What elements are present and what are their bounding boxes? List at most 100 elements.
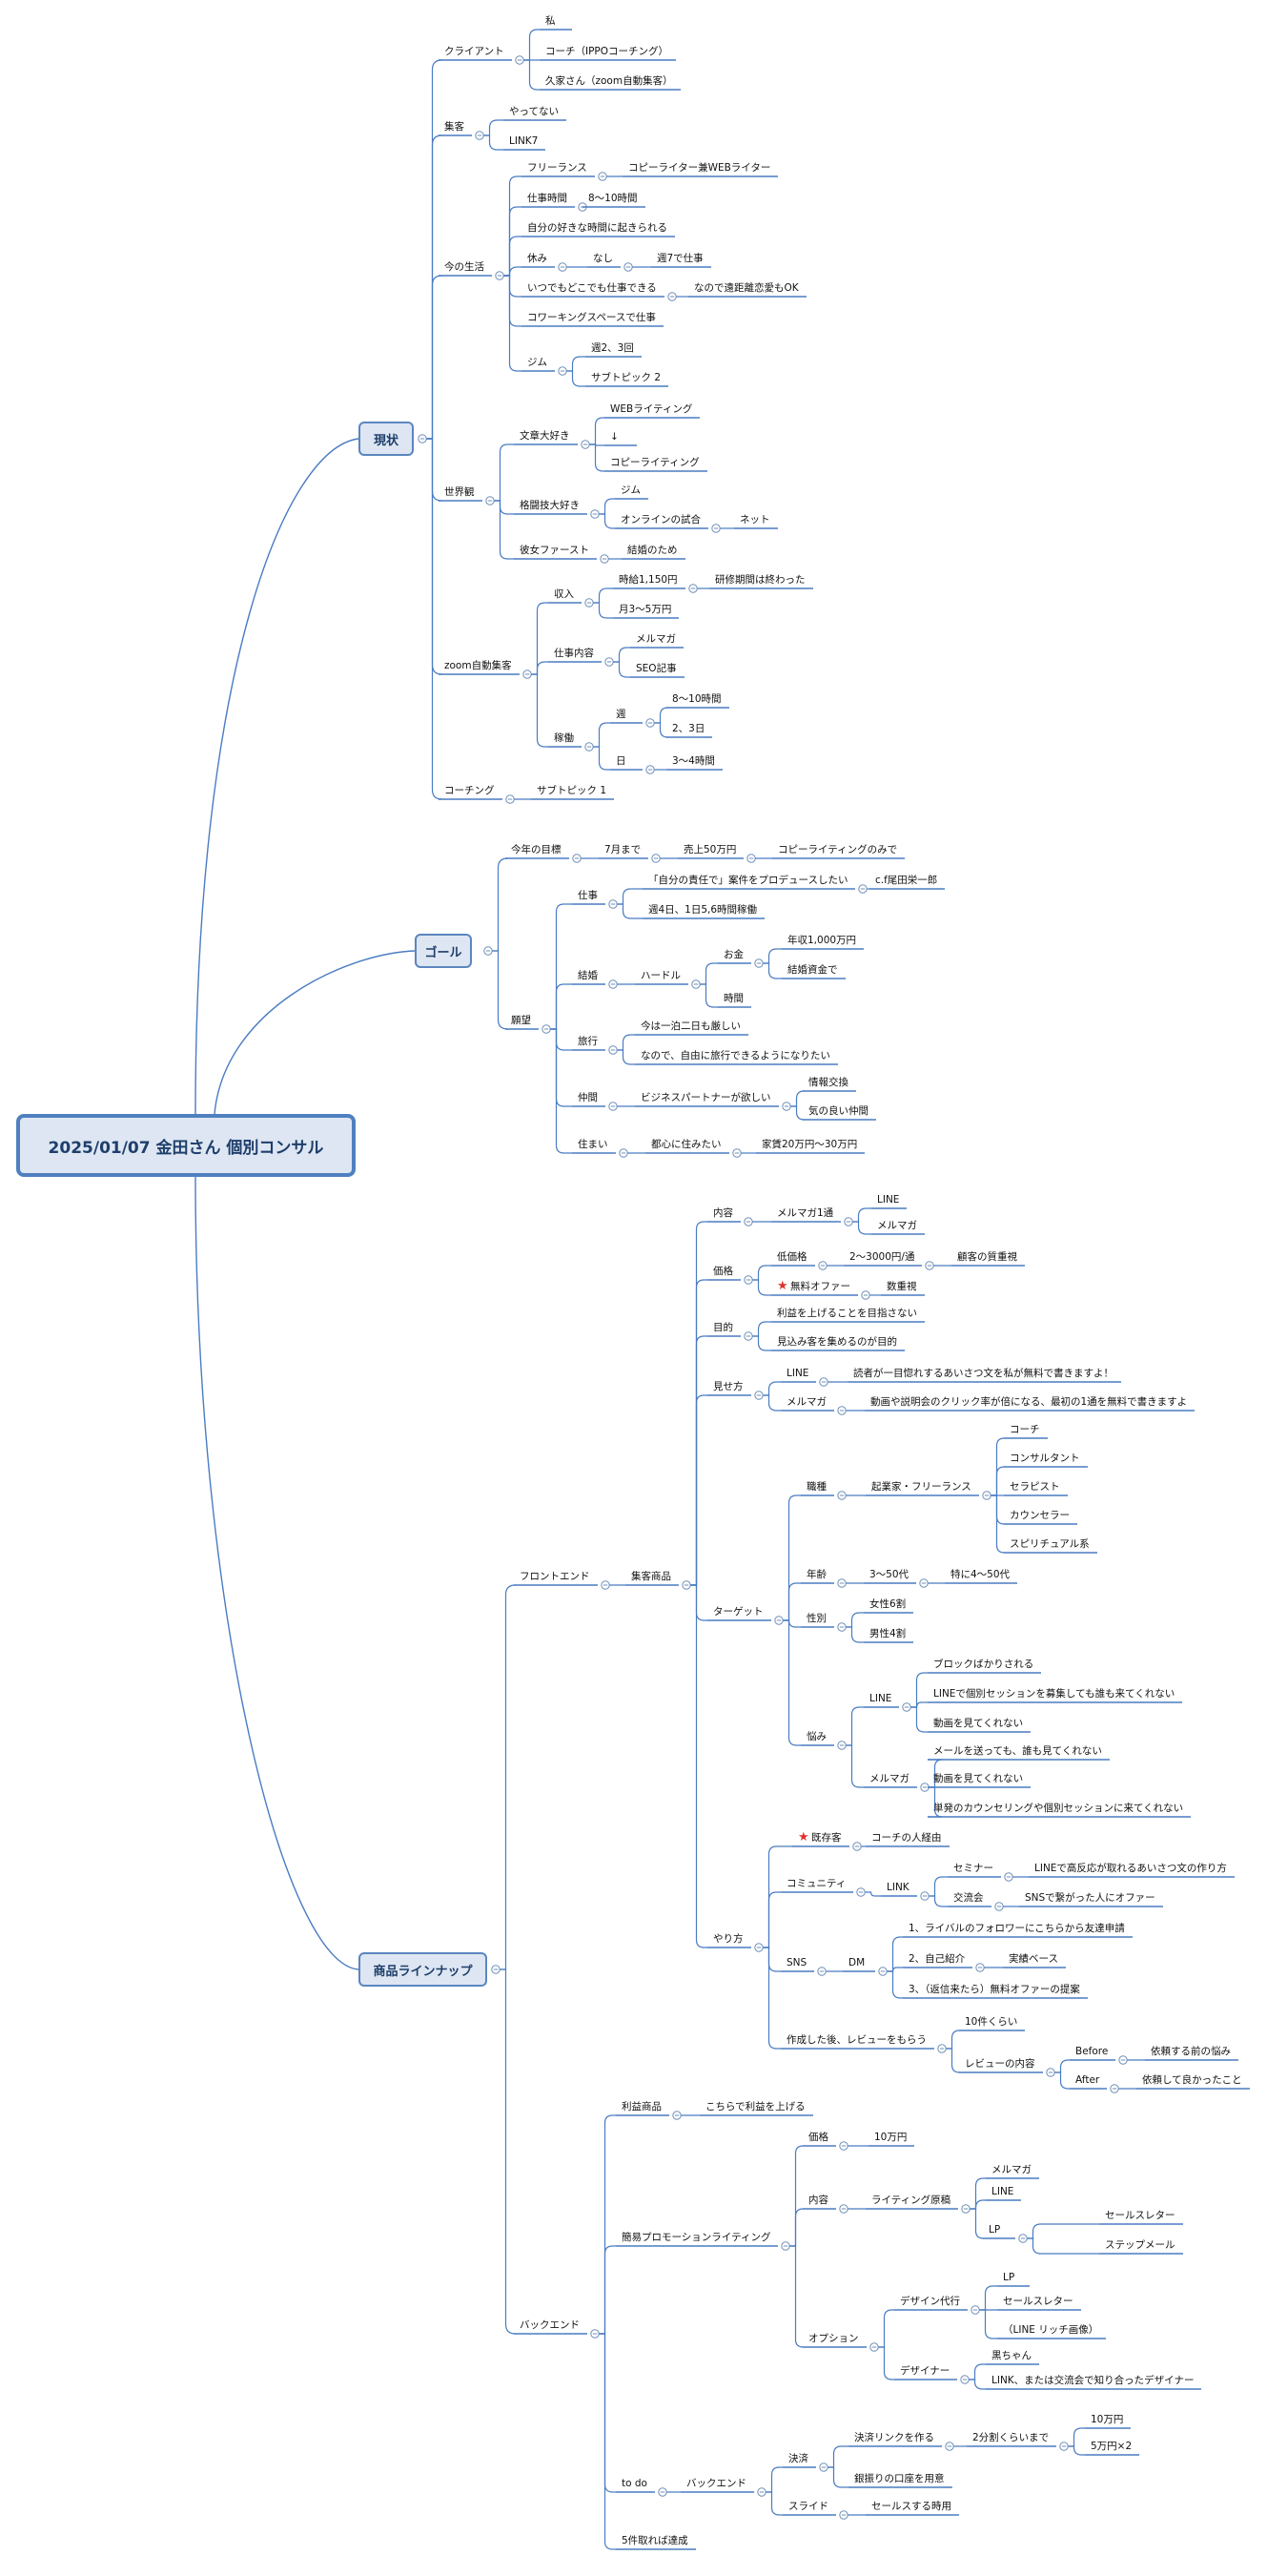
- topic-label[interactable]: 10万円: [1091, 2414, 1124, 2425]
- topic-label[interactable]: 家賃20万円〜30万円: [762, 1139, 858, 1150]
- collapse-toggle-icon[interactable]: [839, 2204, 848, 2214]
- topic-label[interactable]: メルマガ: [636, 633, 676, 645]
- collapse-toggle-icon[interactable]: [920, 1783, 930, 1792]
- collapse-toggle-icon[interactable]: [744, 1331, 753, 1341]
- topic-label[interactable]: 今は一泊二日も厳しい: [641, 1020, 741, 1032]
- collapse-toggle-icon[interactable]: [658, 2487, 667, 2497]
- topic-label[interactable]: LINK、または交流会で知り合ったデザイナー: [991, 2375, 1195, 2386]
- root-topic[interactable]: 2025/01/07 金田さん 個別コンサル: [16, 1114, 356, 1177]
- collapse-toggle-icon[interactable]: [925, 1261, 934, 1270]
- collapse-toggle-icon[interactable]: [572, 854, 582, 863]
- topic-label[interactable]: 月3〜5万円: [619, 604, 672, 615]
- collapse-toggle-icon[interactable]: [869, 2342, 879, 2352]
- collapse-toggle-icon[interactable]: [608, 1102, 618, 1111]
- topic-label[interactable]: レビューの内容: [965, 2058, 1035, 2070]
- topic-label[interactable]: セールスレター: [1105, 2210, 1175, 2221]
- topic-label[interactable]: ステップメール: [1105, 2239, 1175, 2251]
- topic-label[interactable]: 利益商品: [622, 2101, 662, 2112]
- collapse-toggle-icon[interactable]: [651, 854, 661, 863]
- collapse-toggle-icon[interactable]: [754, 1391, 764, 1400]
- collapse-toggle-icon[interactable]: [601, 1580, 610, 1590]
- topic-label[interactable]: DM: [848, 1957, 866, 1968]
- collapse-toggle-icon[interactable]: [920, 1891, 930, 1901]
- collapse-toggle-icon[interactable]: [667, 292, 677, 301]
- topic-label[interactable]: 見込み客を集めるのが目的: [777, 1336, 897, 1348]
- collapse-toggle-icon[interactable]: [839, 2510, 848, 2520]
- topic-label[interactable]: 3〜50代: [869, 1569, 909, 1580]
- collapse-toggle-icon[interactable]: [590, 509, 600, 519]
- collapse-toggle-icon[interactable]: [975, 1963, 985, 1972]
- collapse-toggle-icon[interactable]: [1018, 2234, 1028, 2243]
- topic-label[interactable]: ライティング原稿: [871, 2195, 951, 2206]
- topic-label[interactable]: LINEで個別セッションを募集しても誰も来てくれない: [933, 1688, 1175, 1700]
- topic-label[interactable]: 年齢: [807, 1569, 827, 1580]
- branch-genjo[interactable]: 現状: [358, 422, 414, 456]
- collapse-toggle-icon[interactable]: [1046, 2068, 1055, 2077]
- collapse-toggle-icon[interactable]: [475, 131, 484, 140]
- topic-label[interactable]: 仕事時間: [527, 193, 567, 204]
- topic-label[interactable]: 週7で仕事: [657, 253, 704, 264]
- collapse-toggle-icon[interactable]: [844, 1217, 853, 1226]
- topic-label[interactable]: セラピスト: [1010, 1481, 1060, 1493]
- collapse-toggle-icon[interactable]: [861, 1290, 870, 1300]
- topic-label[interactable]: やり方: [713, 1933, 744, 1945]
- topic-label[interactable]: コーチ: [1010, 1424, 1040, 1435]
- topic-label[interactable]: 文章大好き: [520, 430, 570, 442]
- topic-label[interactable]: 週: [616, 709, 626, 720]
- collapse-toggle-icon[interactable]: [837, 1741, 847, 1750]
- topic-label[interactable]: 週4日、1日5,6時間稼働: [648, 904, 758, 916]
- topic-label[interactable]: 男性4割: [869, 1628, 907, 1639]
- topic-label[interactable]: LINE: [787, 1368, 809, 1379]
- collapse-toggle-icon[interactable]: [817, 1967, 827, 1976]
- topic-label[interactable]: いつでもどこでも仕事できる: [527, 282, 657, 294]
- collapse-toggle-icon[interactable]: [645, 765, 655, 774]
- topic-label[interactable]: 顧客の質重視: [957, 1251, 1017, 1263]
- collapse-toggle-icon[interactable]: [505, 794, 515, 804]
- collapse-toggle-icon[interactable]: [937, 2044, 947, 2053]
- topic-label[interactable]: After: [1075, 2074, 1100, 2086]
- collapse-toggle-icon[interactable]: [619, 1148, 628, 1158]
- topic-label[interactable]: 内容: [713, 1207, 733, 1219]
- collapse-toggle-icon[interactable]: [878, 1967, 888, 1976]
- collapse-toggle-icon[interactable]: [682, 1580, 691, 1590]
- collapse-toggle-icon[interactable]: [982, 1491, 991, 1500]
- topic-label[interactable]: 起業家・フリーランス: [871, 1481, 971, 1493]
- topic-label[interactable]: 決済: [788, 2453, 808, 2464]
- topic-label[interactable]: SNS: [787, 1957, 807, 1968]
- topic-label[interactable]: 8〜10時間: [588, 193, 638, 204]
- topic-label[interactable]: 8〜10時間: [672, 693, 722, 705]
- collapse-toggle-icon[interactable]: [837, 1491, 847, 1500]
- collapse-toggle-icon[interactable]: [608, 1045, 618, 1055]
- topic-label[interactable]: 格闘技大好き: [520, 500, 580, 511]
- topic-label[interactable]: ターゲット: [713, 1606, 764, 1618]
- topic-label[interactable]: 情報交換: [808, 1077, 848, 1088]
- topic-label[interactable]: 実績ベース: [1009, 1953, 1058, 1965]
- topic-label[interactable]: ジム: [621, 484, 641, 496]
- collapse-toggle-icon[interactable]: [945, 2442, 954, 2451]
- topic-label[interactable]: 仕事内容: [554, 648, 594, 659]
- topic-label[interactable]: 2、自己紹介: [909, 1953, 966, 1965]
- collapse-toggle-icon[interactable]: [837, 1406, 847, 1415]
- topic-label[interactable]: 銀振りの口座を用意: [854, 2473, 945, 2484]
- topic-label[interactable]: 日: [616, 755, 626, 767]
- topic-label[interactable]: セールスする時用: [871, 2501, 951, 2512]
- collapse-toggle-icon[interactable]: [837, 1578, 847, 1588]
- topic-label[interactable]: 依頼して良かったこと: [1142, 2074, 1242, 2086]
- topic-label[interactable]: WEBライティング: [610, 403, 693, 415]
- topic-label[interactable]: 動画や説明会のクリック率が倍になる、最初の1通を無料で書きますよ: [870, 1396, 1188, 1408]
- collapse-toggle-icon[interactable]: [691, 979, 701, 989]
- topic-label[interactable]: メルマガ: [991, 2164, 1032, 2175]
- collapse-toggle-icon[interactable]: [746, 854, 756, 863]
- topic-label[interactable]: サブトピック 2: [591, 372, 662, 383]
- topic-label[interactable]: 研修期間は終わった: [715, 574, 806, 586]
- topic-label[interactable]: オプション: [808, 2333, 859, 2344]
- topic-label[interactable]: 性別: [807, 1613, 827, 1624]
- topic-label[interactable]: カウンセラー: [1010, 1510, 1070, 1521]
- topic-label[interactable]: 5万円×2: [1091, 2441, 1133, 2452]
- topic-label[interactable]: コーチの人経由: [871, 1832, 942, 1844]
- collapse-toggle-icon[interactable]: [902, 1702, 911, 1712]
- topic-label[interactable]: SEO記事: [636, 663, 677, 674]
- topic-label[interactable]: 既存客: [811, 1832, 842, 1844]
- collapse-toggle-icon[interactable]: [558, 366, 567, 376]
- topic-label[interactable]: 黒ちゃん: [991, 2350, 1032, 2361]
